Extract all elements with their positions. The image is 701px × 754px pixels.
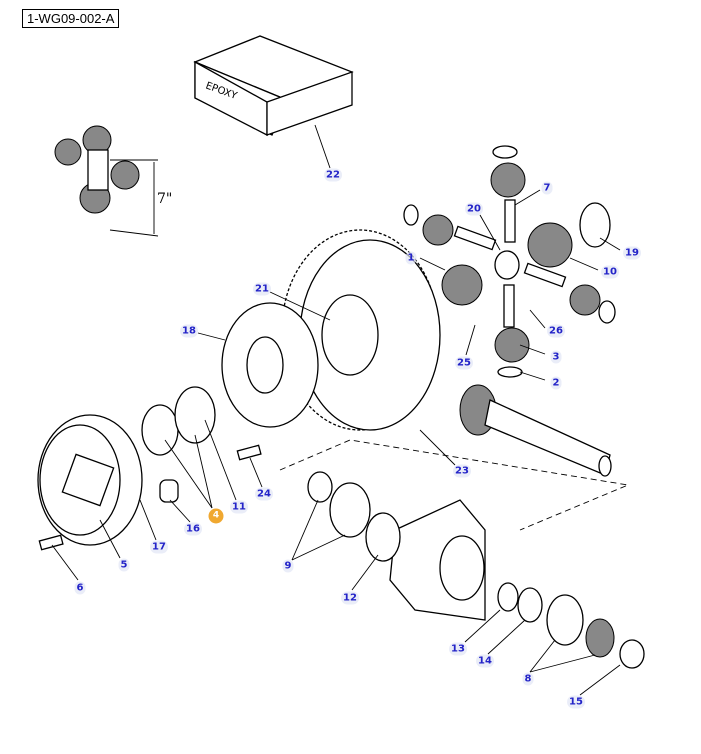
callout-6[interactable]: 6 [74,581,86,595]
callout-21[interactable]: 21 [253,282,271,296]
callout-7[interactable]: 7 [541,181,553,195]
ring-gear [281,229,441,431]
carrier-housing [307,471,645,669]
callout-23[interactable]: 23 [453,464,471,478]
callout-20[interactable]: 20 [465,202,483,216]
callout-22[interactable]: 22 [324,168,342,182]
callout-2[interactable]: 2 [550,376,562,390]
callout-14[interactable]: 14 [476,654,494,668]
callout-13[interactable]: 13 [449,642,467,656]
callout-5[interactable]: 5 [118,558,130,572]
epoxy-box: EPOXY [193,35,354,137]
callout-3[interactable]: 3 [550,350,562,364]
callout-10[interactable]: 10 [601,265,619,279]
callout-1[interactable]: 1 [405,251,417,265]
diff-case [221,302,319,428]
callout-4-highlighted[interactable]: 4 [208,508,224,524]
callout-15[interactable]: 15 [567,695,585,709]
callout-26[interactable]: 26 [547,324,565,338]
callout-24[interactable]: 24 [255,487,273,501]
pinion-shaft [459,384,612,477]
callout-11[interactable]: 11 [230,500,248,514]
spider-assembly-inset: 7" [54,125,172,237]
callout-9[interactable]: 9 [282,559,294,573]
callout-18[interactable]: 18 [180,324,198,338]
callout-25[interactable]: 25 [455,356,473,370]
callout-19[interactable]: 19 [623,246,641,260]
callout-17[interactable]: 17 [150,540,168,554]
callout-16[interactable]: 16 [184,522,202,536]
callout-12[interactable]: 12 [341,591,359,605]
diagram-code: 1-WG09-002-A [22,9,120,28]
hub [37,414,143,546]
dimension-text: 7" [157,191,172,207]
callout-8[interactable]: 8 [522,672,534,686]
